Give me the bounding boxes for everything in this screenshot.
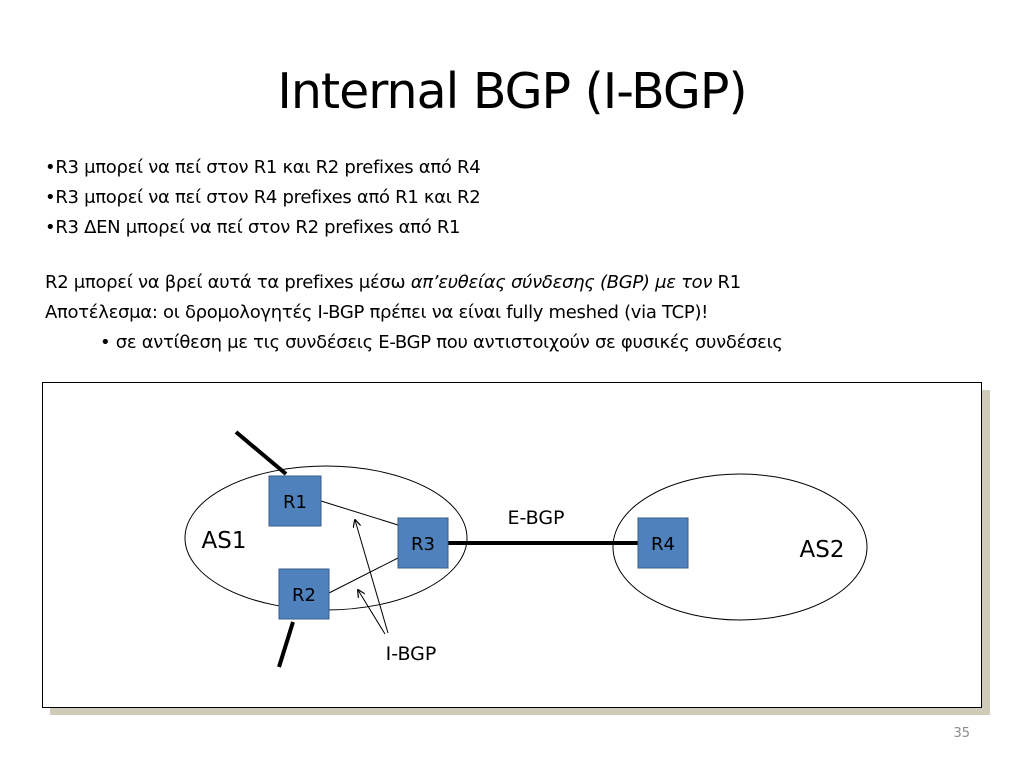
- page-number: 35: [953, 726, 970, 741]
- ibgp-link-r1-r3: [320, 500, 399, 526]
- router-r2: R2: [278, 568, 330, 620]
- router-r1: R1: [268, 475, 322, 527]
- router-r3-label: R3: [411, 534, 435, 555]
- slide-body: •R3 μπορεί να πεί στον R1 και R2 prefixe…: [45, 153, 1005, 358]
- external-link-r1: [234, 430, 288, 476]
- ibgp-arrow-lower: [358, 590, 386, 635]
- ibgp-label: I-BGP: [386, 643, 437, 665]
- ibgp-link-r2-r3: [328, 557, 399, 594]
- sub-bullet: • σε αντίθεση με τις συνδέσεις E-BGP που…: [100, 332, 783, 353]
- bullet-1: •R3 μπορεί να πεί στον R1 και R2 prefixe…: [45, 157, 481, 178]
- router-r4-label: R4: [651, 534, 675, 555]
- router-r4: R4: [637, 517, 689, 569]
- as1-label: AS1: [202, 528, 247, 554]
- router-r2-label: R2: [292, 585, 316, 606]
- ebgp-label: E-BGP: [507, 507, 564, 529]
- ibgp-arrow-upper: [355, 520, 389, 634]
- as2-label: AS2: [800, 537, 845, 563]
- external-link-r2: [277, 621, 295, 668]
- as2-ellipse: [612, 473, 868, 621]
- bullet-3: •R3 ΔΕΝ μπορεί να πεί στον R2 prefixes α…: [45, 217, 461, 238]
- note-text: R2 μπορεί να βρεί αυτά τα prefixes μέσω: [45, 272, 411, 293]
- note-line: R2 μπορεί να βρεί αυτά τα prefixes μέσω …: [45, 268, 1005, 298]
- slide-title: Internal BGP (I-BGP): [277, 63, 747, 120]
- router-r1-label: R1: [283, 492, 307, 513]
- note-tail: R1: [712, 272, 742, 293]
- note-italic: απ’ευθείας σύνδεσης (BGP) με τον: [410, 272, 713, 293]
- bullet-2: •R3 μπορεί να πεί στον R4 prefixes από R…: [45, 187, 481, 208]
- router-r3: R3: [397, 517, 449, 569]
- result-line: Αποτέλεσμα: οι δρομολογητές I-BGP πρέπει…: [45, 302, 709, 323]
